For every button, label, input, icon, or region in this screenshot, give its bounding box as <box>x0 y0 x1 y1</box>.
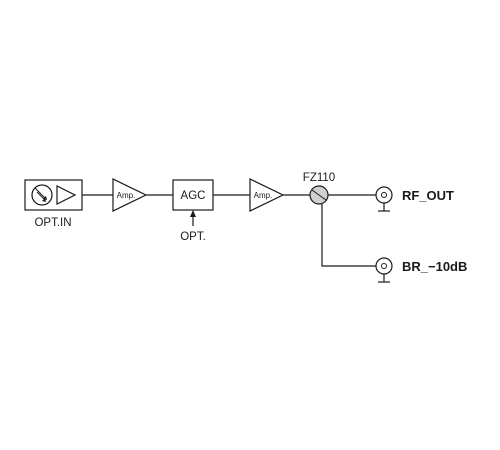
optical-input-label: OPT.IN <box>34 217 71 229</box>
amplifier-2-label: Amp. <box>254 191 273 200</box>
rf-out-label: RF_OUT <box>402 188 454 203</box>
ground-icon <box>378 274 390 283</box>
agc-option-arrow-icon <box>190 210 196 226</box>
branch-output-label: BR_−10dB <box>402 259 467 274</box>
branch-connector <box>375 257 393 283</box>
photodiode-icon <box>31 184 53 206</box>
input-amplifier-icon <box>56 185 77 205</box>
ground-icon <box>378 203 390 212</box>
splitter <box>309 185 329 205</box>
optical-input-module <box>24 179 83 211</box>
amplifier-1: Amp. <box>112 178 148 212</box>
splitter-label: FZ110 <box>303 172 335 184</box>
agc-option-label: OPT. <box>180 231 206 243</box>
rf-out-connector <box>375 186 393 212</box>
amplifier-icon <box>112 178 148 212</box>
amplifier-1-label: Amp. <box>117 191 136 200</box>
branch-line <box>321 204 376 267</box>
coax-connector-icon <box>375 257 393 275</box>
coax-connector-icon <box>375 186 393 204</box>
agc-label: AGC <box>181 190 206 202</box>
amplifier-2: Amp. <box>249 178 285 212</box>
agc-block: AGC <box>172 179 214 211</box>
amplifier-icon <box>249 178 285 212</box>
